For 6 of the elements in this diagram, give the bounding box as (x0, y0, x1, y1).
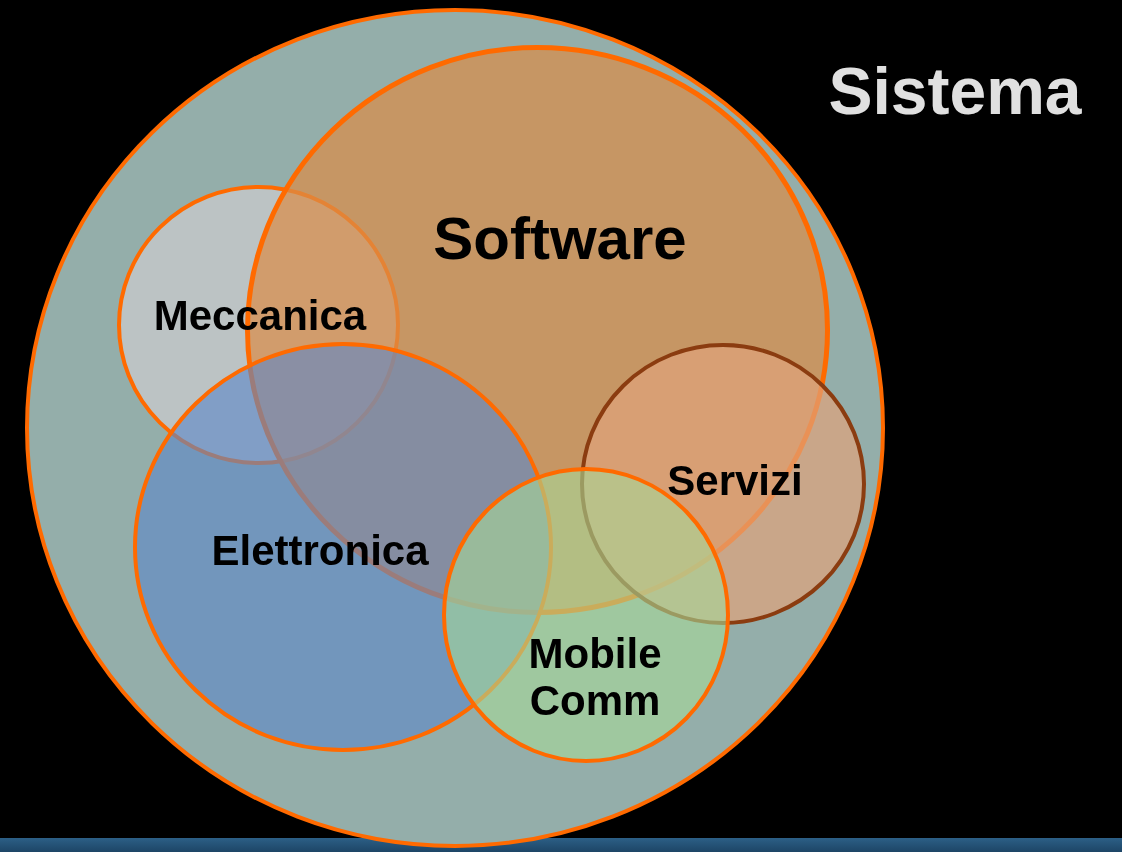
circle-label: Software (432, 205, 688, 273)
circle-label: Elettronica (210, 527, 430, 575)
heading: Sistema (827, 55, 1083, 129)
circle-label: Servizi (666, 457, 804, 505)
circle-label: Meccanica (152, 292, 368, 340)
circle-label: Mobile Comm (527, 630, 663, 725)
